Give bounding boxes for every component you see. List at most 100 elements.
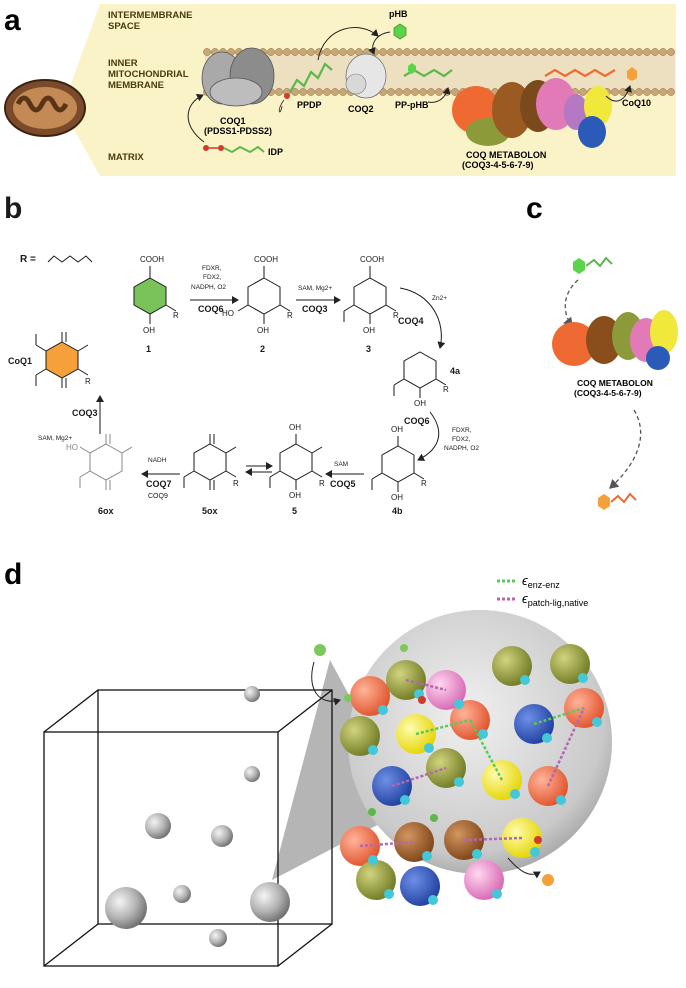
droplet: [145, 813, 171, 839]
compound-6ox-structure: [79, 434, 133, 490]
lipid-head: [611, 88, 619, 96]
metabolon-to-product-arrow: [609, 409, 642, 489]
lipid-head: [387, 48, 395, 56]
lipid-head: [667, 88, 675, 96]
idp-label: IDP: [268, 147, 283, 157]
metabolon-label-a: COQ METABOLON: [466, 150, 546, 160]
lipid-head: [307, 48, 315, 56]
phb-to-coq2-arrow: [368, 31, 391, 55]
compound-1-r: R: [173, 311, 179, 320]
lipid-head: [651, 88, 659, 96]
compound-5-structure: [269, 434, 323, 490]
lipid-head: [659, 48, 667, 56]
binding-patch: [520, 675, 530, 685]
droplet: [209, 929, 227, 947]
idp-to-coq1-arrow: [187, 93, 205, 143]
droplet: [244, 686, 260, 702]
compound-3-oh: OH: [363, 326, 375, 335]
lipid-head: [395, 48, 403, 56]
lipid-head: [411, 48, 419, 56]
coq-metabolon-c: [552, 310, 678, 370]
lipid-head: [467, 48, 475, 56]
step-5-cond: SAM: [334, 461, 348, 468]
lipid-head: [331, 48, 339, 56]
interaction-link: [391, 766, 447, 788]
legend-patch-lig-label: ϵpatch-lig,native: [522, 591, 588, 608]
phb-label: pHB: [389, 9, 408, 19]
lipid-head: [427, 88, 435, 96]
binding-patch: [384, 889, 394, 899]
binding-patch: [422, 851, 432, 861]
compound-4a-number: 4a: [450, 366, 461, 376]
lipid-head: [275, 88, 283, 96]
lipid-head: [651, 48, 659, 56]
compound-4b-r: R: [421, 479, 427, 488]
coq1-structure: [35, 332, 89, 388]
lipid-head: [667, 48, 675, 56]
zoom-cone: [272, 660, 410, 880]
panel-a-label: a: [4, 4, 21, 37]
coq1-label: COQ1: [220, 116, 246, 126]
lipid-head: [563, 48, 571, 56]
step-4-cond-2: FDX2,: [452, 436, 471, 443]
ligand-out-arrow: [507, 857, 541, 879]
zoom-contents: [340, 644, 604, 906]
lipid-head: [323, 48, 331, 56]
panel-d-label: d: [4, 558, 22, 591]
droplet: [173, 885, 191, 903]
lipid-head: [619, 48, 627, 56]
binding-patch: [556, 795, 566, 805]
step-3-arrow: [399, 287, 446, 349]
binding-patch: [368, 745, 378, 755]
lipid-head: [339, 88, 347, 96]
compound-1-structure: [133, 266, 177, 324]
lipid-head: [283, 48, 291, 56]
step-1-cond-1: FDXR,: [202, 265, 222, 272]
ppdp-label: PPDP: [297, 100, 322, 110]
interaction-link: [359, 840, 415, 848]
step-4-cond-3: NADPH, O2: [444, 445, 479, 452]
coq-product-hexagon: [598, 494, 610, 510]
step-6-enzyme-2: COQ9: [148, 493, 168, 500]
lipid-head: [627, 48, 635, 56]
coq10-hexagon: [627, 67, 637, 81]
step-4-enzyme: COQ6: [404, 416, 430, 426]
compound-3-cooh: COOH: [360, 255, 384, 264]
lipid-head: [419, 88, 427, 96]
binding-patch: [428, 895, 438, 905]
lipid-head: [451, 48, 459, 56]
lipid-head: [579, 88, 587, 96]
droplet: [211, 825, 233, 847]
lipid-head: [291, 88, 299, 96]
step-5-enzyme: COQ5: [330, 479, 356, 489]
coq1-protein: [201, 47, 275, 107]
mitochondrion-icon: [4, 79, 86, 137]
metabolon-label-c: COQ METABOLON: [577, 378, 653, 388]
lipid-head: [659, 88, 667, 96]
compound-2-oh: OH: [257, 326, 269, 335]
inner-membrane-label-3: MEMBRANE: [108, 80, 164, 91]
lipid-head: [459, 48, 467, 56]
step-7-cond: SAM, Mg2+: [38, 435, 72, 442]
binding-patch: [530, 847, 540, 857]
matrix-label: MATRIX: [108, 152, 144, 163]
compound-5-r: R: [319, 479, 325, 488]
lipid-head: [339, 48, 347, 56]
compound-6ox-ho: HO: [66, 443, 78, 452]
lipid-head: [643, 88, 651, 96]
legend-enz-enz-label: ϵenz-enz: [522, 573, 560, 590]
compound-3-r: R: [393, 311, 399, 320]
step-6-enzyme: COQ7: [146, 479, 172, 489]
compound-6ox-number: 6ox: [98, 506, 114, 516]
binding-patch: [454, 699, 464, 709]
pp-phb-label: PP-pHB: [395, 100, 429, 110]
lipid-head: [547, 48, 555, 56]
ppdp-to-coq2-arrow: [317, 27, 379, 61]
compound-2-cooh: COOH: [254, 255, 278, 264]
lipid-head: [539, 48, 547, 56]
panel-b-label: b: [4, 192, 22, 225]
panel-a: a INTERMEMBRANE SPACE INNER MITOCHONDRIA…: [4, 4, 676, 176]
r-isoprenoid-chain: [47, 255, 93, 263]
coq1-r: R: [85, 377, 91, 386]
ligand-particle: [344, 694, 352, 702]
